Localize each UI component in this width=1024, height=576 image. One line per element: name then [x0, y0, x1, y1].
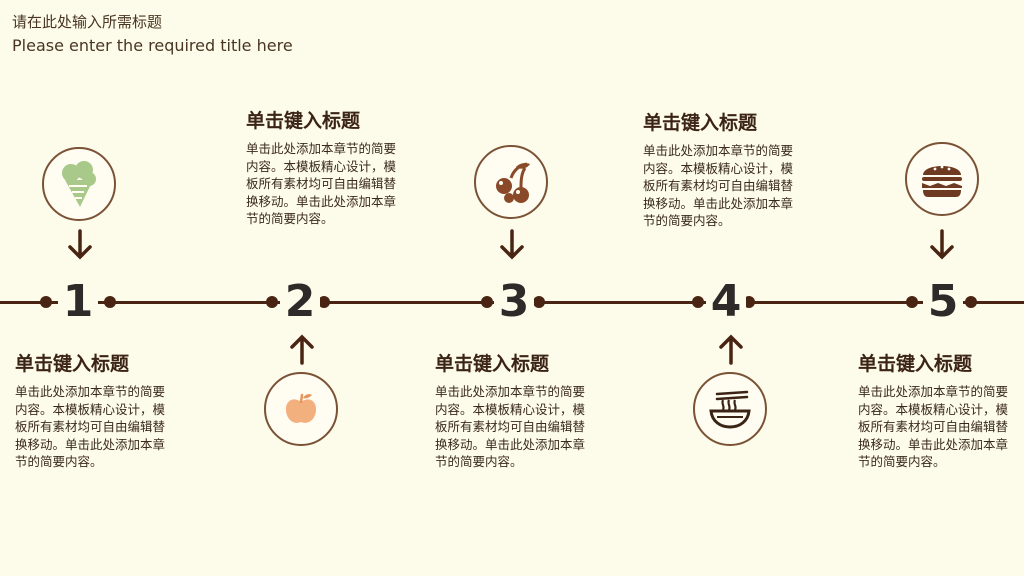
step-4-title[interactable]: 单击键入标题	[643, 112, 758, 134]
step-3-icon-circle[interactable]	[474, 145, 548, 219]
ice-cream-icon	[62, 161, 96, 207]
timeline-dot	[318, 296, 330, 308]
step-3-title[interactable]: 单击键入标题	[435, 353, 550, 375]
apple-icon	[285, 393, 317, 423]
step-5-desc[interactable]: 单击此处添加本章节的简要内容。本模板精心设计，模板所有素材均可自由编辑替换移动。…	[858, 384, 1009, 469]
arrow-up-icon	[719, 334, 743, 365]
step-2-desc[interactable]: 单击此处添加本章节的简要内容。本模板精心设计，模板所有素材均可自由编辑替换移动。…	[246, 141, 397, 226]
step-1-icon-circle[interactable]	[42, 147, 116, 221]
page-title-en[interactable]: Please enter the required title here	[12, 36, 293, 55]
step-4-text: 单击键入标题 单击此处添加本章节的简要内容。本模板精心设计，模板所有素材均可自由…	[643, 110, 813, 230]
timeline-dot	[533, 296, 545, 308]
cherry-icon	[496, 162, 530, 203]
step-number-5: 5	[923, 278, 963, 326]
step-2-icon-circle[interactable]	[264, 372, 338, 446]
arrow-down-icon	[68, 229, 92, 260]
step-3-text: 单击键入标题 单击此处添加本章节的简要内容。本模板精心设计，模板所有素材均可自由…	[435, 351, 605, 471]
step-5-text: 单击键入标题 单击此处添加本章节的简要内容。本模板精心设计，模板所有素材均可自由…	[858, 351, 1024, 471]
step-2-text: 单击键入标题 单击此处添加本章节的简要内容。本模板精心设计，模板所有素材均可自由…	[246, 108, 416, 228]
arrow-down-icon	[500, 229, 524, 260]
timeline-dot	[692, 296, 704, 308]
step-number-3: 3	[494, 278, 534, 326]
timeline-dot	[965, 296, 977, 308]
step-5-icon-circle[interactable]	[905, 142, 979, 216]
step-number-4: 4	[706, 278, 746, 326]
timeline-dot	[743, 296, 755, 308]
arrow-up-icon	[290, 334, 314, 365]
burger-icon	[922, 165, 962, 197]
timeline-dot	[40, 296, 52, 308]
arrow-down-icon	[930, 229, 954, 260]
step-1-text: 单击键入标题 单击此处添加本章节的简要内容。本模板精心设计，模板所有素材均可自由…	[15, 351, 185, 471]
step-5-title[interactable]: 单击键入标题	[858, 353, 973, 375]
step-number-2: 2	[280, 278, 320, 326]
noodle-bowl-icon	[709, 390, 751, 429]
page-header: 请在此处输入所需标题 Please enter the required tit…	[12, 12, 293, 57]
page-title-zh[interactable]: 请在此处输入所需标题	[12, 13, 163, 31]
timeline-dot	[481, 296, 493, 308]
timeline-dot	[906, 296, 918, 308]
step-4-icon-circle[interactable]	[693, 372, 767, 446]
step-1-title[interactable]: 单击键入标题	[15, 353, 130, 375]
timeline-dot	[104, 296, 116, 308]
step-4-desc[interactable]: 单击此处添加本章节的简要内容。本模板精心设计，模板所有素材均可自由编辑替换移动。…	[643, 143, 794, 228]
step-3-desc[interactable]: 单击此处添加本章节的简要内容。本模板精心设计，模板所有素材均可自由编辑替换移动。…	[435, 384, 586, 469]
timeline-dot	[266, 296, 278, 308]
step-1-desc[interactable]: 单击此处添加本章节的简要内容。本模板精心设计，模板所有素材均可自由编辑替换移动。…	[15, 384, 166, 469]
step-number-1: 1	[58, 278, 98, 326]
step-2-title[interactable]: 单击键入标题	[246, 110, 361, 132]
